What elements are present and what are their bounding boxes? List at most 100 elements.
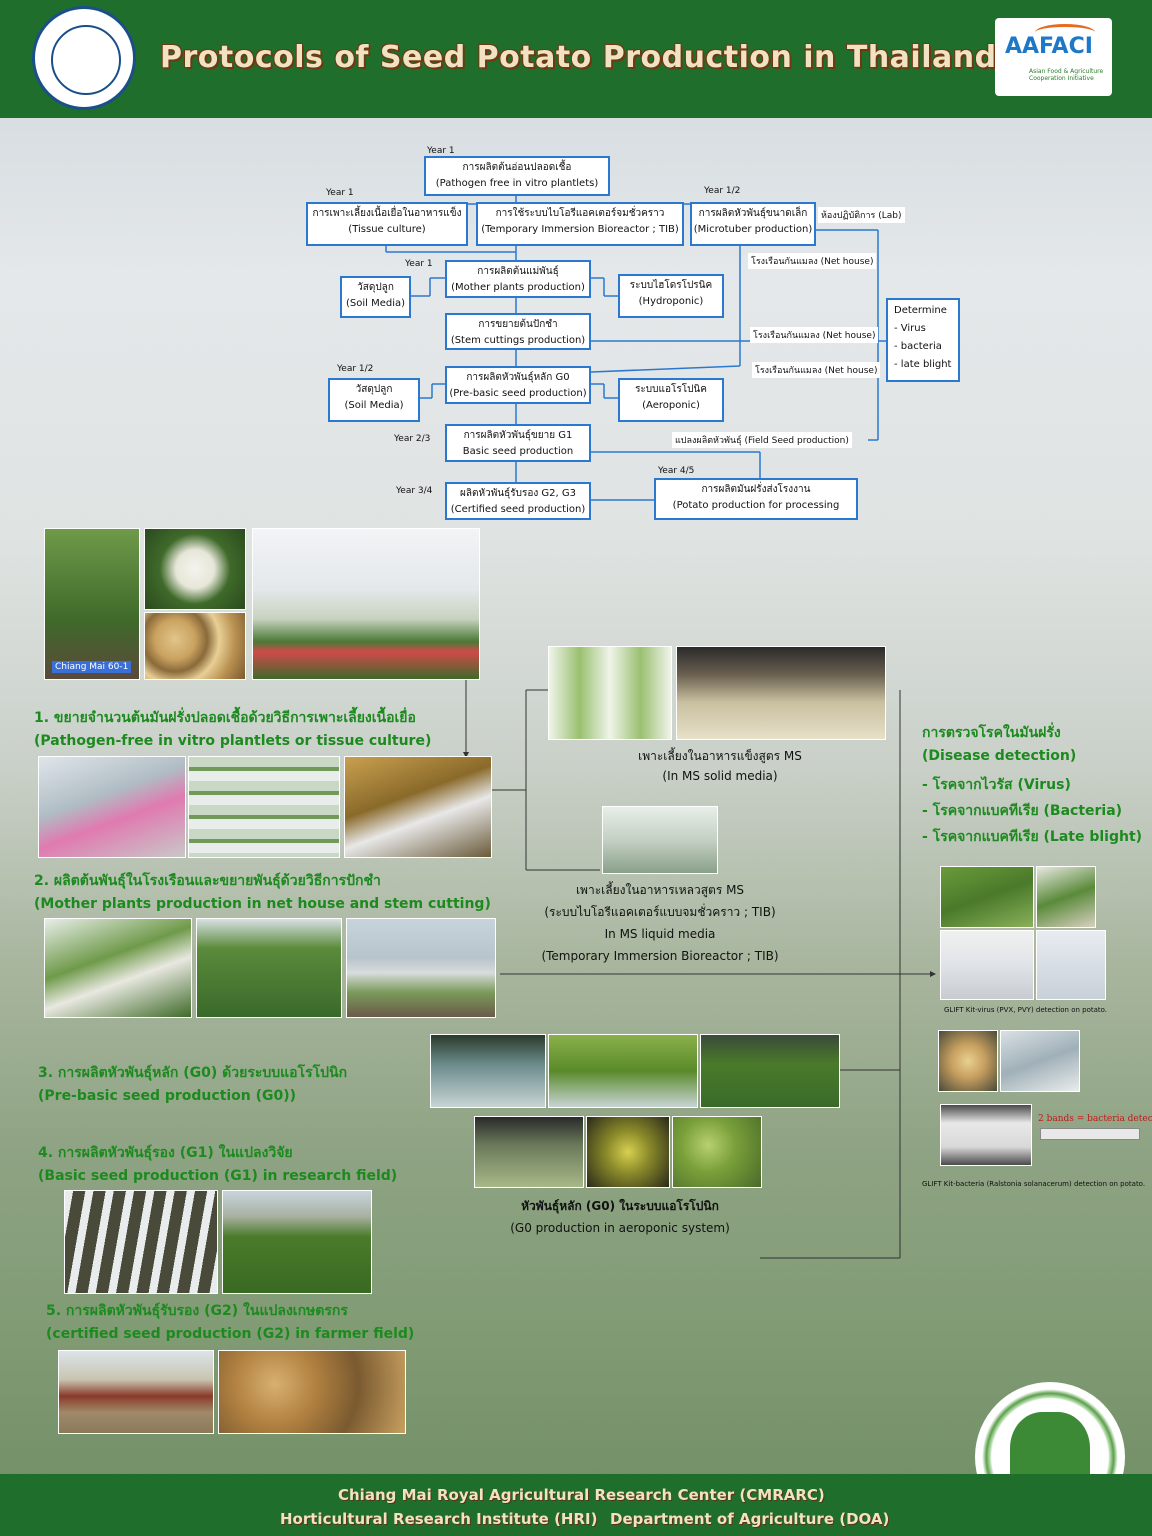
bacteria-sample-photo [1000,1030,1080,1092]
virus-kit-caption: GLIFT Kit-virus (PVX, PVY) detection on … [944,1006,1108,1014]
lab-label: ห้องปฏิบัติการ (Lab) [818,207,905,223]
ms-liquid-caption-english-2: (Temporary Immersion Bioreactor ; TIB) [541,949,779,963]
disease-virus: - โรคจากไวรัส (Virus) [922,777,1071,793]
box-thai-label: การเพาะเลี้ยงเนื้อเยื่อในอาหารแข็ง [312,208,462,219]
potato-tubers-photo [144,612,246,680]
flow-box-tib: การใช้ระบบไบโอรีแอคเตอร์จมชั่วคราว (Temp… [476,202,684,246]
potato-plant-photo [44,528,140,680]
net-house-label: โรงเรือนกันแมลง (Net house) [750,327,879,343]
laminar-flow-photo [344,756,492,858]
year-label: Year 2/3 [394,434,431,444]
box-english-label: (Certified seed production) [450,504,586,515]
box-english-label: (Pathogen free in vitro plantlets) [435,178,599,189]
stem-cutting-photo [44,918,192,1018]
flow-box-soil-media: วัสดุปลูก (Soil Media) [340,276,411,318]
field-seed-label: แปลงผลิตหัวพันธุ์ (Field Seed production… [672,432,852,448]
ms-solid-caption-thai: เพาะเลี้ยงในอาหารแข็งสูตร MS [638,749,802,763]
aeroponic-canopy-photo [700,1034,840,1108]
step-4-title-thai: 4. การผลิตหัวพันธุ์รอง (G1) ในแปลงวิจัย [38,1145,293,1161]
year-label: Year 1 [405,259,433,269]
potato-flower-photo [144,528,246,610]
variety-tag: Chiang Mai 60-1 [52,661,132,673]
box-thai-label: ระบบไฮโดรโปรนิค [629,280,713,291]
farmer-tractor-photo [58,1350,214,1434]
aafaci-logo: AAFACI Asian Food & Agriculture Cooperat… [995,18,1112,96]
flow-box-stem-cuttings: การขยายต้นปักชำ (Stem cuttings productio… [445,313,591,350]
ms-liquid-caption-thai: เพาะเลี้ยงในอาหารเหลวสูตร MS [575,883,745,897]
aafaci-logo-text: AAFACI [1005,34,1093,59]
lab-worker-photo [38,756,186,858]
disease-title-english: (Disease detection) [922,748,1077,764]
box-english-label: (Temporary Immersion Bioreactor ; TIB) [481,224,679,235]
ms-solid-jars-photo [548,646,672,740]
flow-box-tissue-culture: การเพาะเลี้ยงเนื้อเยื่อในอาหารแข็ง (Tiss… [306,202,468,246]
box-thai-label: การผลิตต้นแม่พันธุ์ [477,266,559,277]
research-field-crop-photo [222,1190,372,1294]
box-english-label: (Aeroponic) [642,400,700,411]
flow-box-g2-g3: ผลิตหัวพันธุ์รับรอง G2, G3 (Certified se… [445,482,591,520]
box-english-label: (Soil Media) [345,298,406,309]
leaf-sampling-photo [1036,866,1096,928]
step-2-title-thai: 2. ผลิตต้นพันธุ์ในโรงเรือนและขยายพันธุ์ด… [34,873,381,889]
research-building-photo [252,528,480,680]
aeroponic-tables-photo [430,1034,546,1108]
flow-box-microtuber: การผลิตหัวพันธุ์ขนาดเล็ก (Microtuber pro… [690,202,816,246]
flow-box-g1: การผลิตหัวพันธุ์ขยาย G1 Basic seed produ… [445,424,591,462]
page-title: Protocols of Seed Potato Production in T… [160,40,997,75]
box-english-label: (Mother plants production) [451,282,585,293]
year-label: Year 4/5 [658,466,695,476]
flow-box-determine: Determine - Virus - bacteria - late blig… [886,298,960,382]
header-bar: Protocols of Seed Potato Production in T… [0,0,1152,118]
microtuber-jars-photo [676,646,886,740]
step-1-title-thai: 1. ขยายจำนวนต้นมันฝรั่งปลอดเชื้อด้วยวิธี… [34,710,416,726]
ms-liquid-caption-thai-2: (ระบบไบโอรีแอคเตอร์แบบจมชั่วคราว ; TIB) [544,905,776,919]
flow-box-mother-plants: การผลิตต้นแม่พันธุ์ (Mother plants produ… [445,260,591,298]
box-thai-label: การผลิตหัวพันธุ์ขนาดเล็ก [698,208,808,219]
net-house-plants-photo [196,918,342,1018]
virus-kit-photo [940,930,1034,1000]
disease-bacteria: - โรคจากแบคทีเรีย (Bacteria) [922,803,1123,819]
ms-solid-caption-english: (In MS solid media) [662,769,778,783]
net-house-label: โรงเรือนกันแมลง (Net house) [748,253,877,269]
bacteria-test-strip [1040,1128,1140,1140]
box-english-label: (Tissue culture) [348,224,426,235]
box-english-label: (Potato production for processing [672,500,840,511]
footer-cmrarc: Chiang Mai Royal Agricultural Research C… [338,1486,825,1504]
step-5-title-thai: 5. การผลิตหัวพันธุ์รับรอง (G2) ในแปลงเกษ… [46,1303,348,1319]
footer-bar: Chiang Mai Royal Agricultural Research C… [0,1474,1152,1536]
flow-box-soil-media-2: วัสดุปลูก (Soil Media) [328,378,420,422]
box-thai-label: การผลิตหัวพันธุ์ขยาย G1 [463,430,573,441]
step-4-title-english: (Basic seed production (G1) in research … [38,1168,398,1184]
culture-shelves-photo [188,756,340,858]
g2-seed-tubers-photo [218,1350,406,1434]
box-thai-label: ระบบแอโรโปนิค [635,384,707,395]
flow-box-hydroponic: ระบบไฮโดรโปรนิค (Hydroponic) [618,274,724,318]
box-english-label: Basic seed production [462,446,574,457]
determine-title: Determine [894,305,947,316]
year-label: Year 1 [427,146,455,156]
g0-aero-caption-english: (G0 production in aeroponic system) [510,1221,730,1235]
bacteria-kit-photo [940,1104,1032,1166]
infected-leaf-photo [940,866,1034,928]
flow-box-aeroponic: ระบบแอโรโปนิค (Aeroponic) [618,378,724,422]
box-thai-label: การผลิตหัวพันธุ์หลัก G0 [466,372,570,383]
box-thai-label: การขยายต้นปักชำ [478,319,558,330]
determine-late-blight: - late blight [894,359,952,370]
box-thai-label: การใช้ระบบไบโอรีแอคเตอร์จมชั่วคราว [495,208,665,219]
box-english-label: (Stem cuttings production) [450,335,586,346]
box-english-label: (Pre-basic seed production) [449,388,587,399]
step-2-title-english: (Mother plants production in net house a… [34,896,491,912]
box-english-label: (Microtuber production) [693,224,813,235]
virus-kit-test-photo [1036,930,1106,1000]
flow-box-processing: การผลิตมันฝรั่งส่งโรงงาน (Potato product… [654,478,858,520]
net-house-exterior-photo [346,918,496,1018]
tib-bioreactor-photo [602,806,718,874]
flow-box-pathogen-free: การผลิตต้นอ่อนปลอดเชื้อ (Pathogen free i… [424,156,610,196]
aeroponic-roots-photo [474,1116,584,1188]
disease-late-blight: - โรคจากแบคทีเรีย (Late blight) [922,829,1143,845]
footer-doa: Department of Agriculture (DOA) [610,1510,890,1528]
box-thai-label: การผลิตต้นอ่อนปลอดเชื้อ [462,162,572,173]
g0-tubers-hanging-photo [586,1116,670,1188]
step-3-title-english: (Pre-basic seed production (G0)) [38,1088,297,1104]
box-english-label: (Soil Media) [344,400,404,411]
